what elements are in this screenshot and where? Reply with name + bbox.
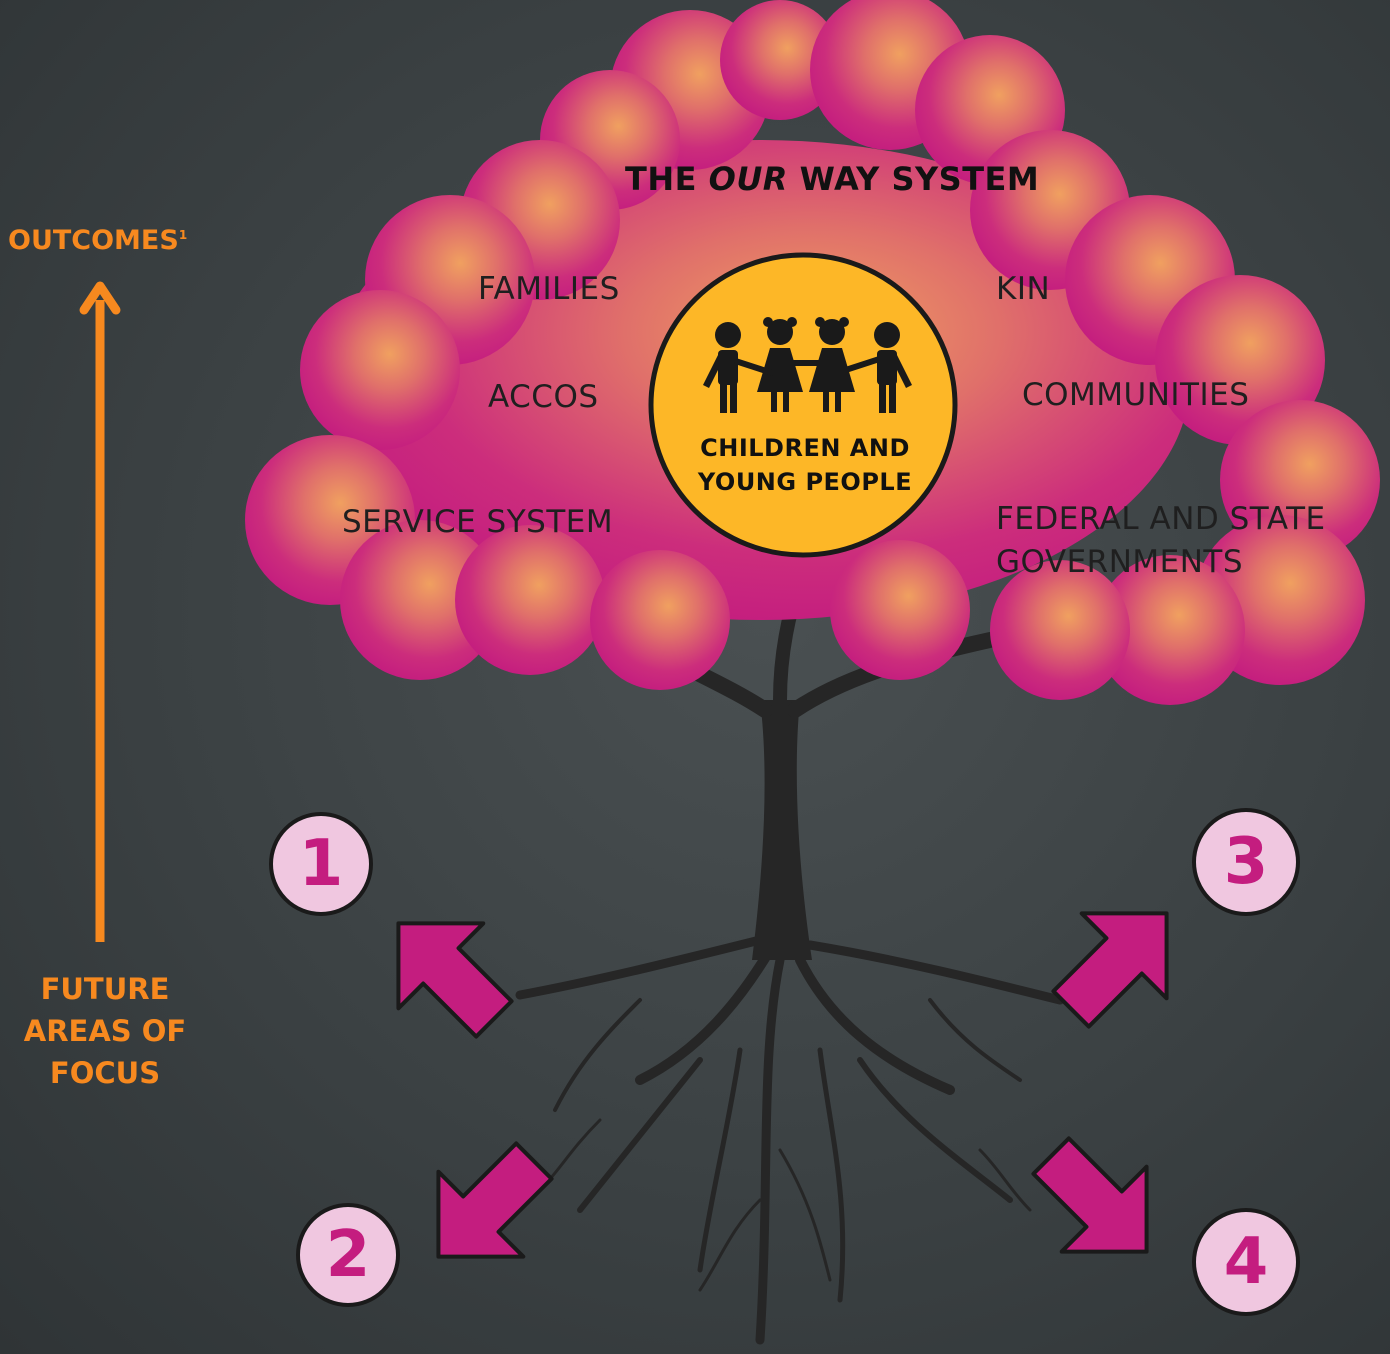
outcomes-footnote: 1 xyxy=(178,228,188,242)
future-line2: AREAS OF xyxy=(23,1014,187,1049)
focus-number-2: 2 xyxy=(325,1218,371,1292)
label-families: FAMILIES xyxy=(478,271,620,307)
label-kin: KIN xyxy=(996,271,1051,307)
label-federal-state: FEDERAL AND STATE xyxy=(996,501,1326,537)
focus-arrow-2 xyxy=(436,1141,554,1259)
label-accos: ACCOS xyxy=(488,379,599,415)
focus-badge-circles xyxy=(269,808,1300,1316)
center-caption-line2: YOUNG PEOPLE xyxy=(697,467,913,496)
center-caption-line1: CHILDREN AND xyxy=(700,434,910,462)
focus-number-4: 4 xyxy=(1223,1225,1269,1299)
future-line1: FUTURE xyxy=(40,972,170,1006)
children-holding-hands-icon xyxy=(703,317,912,413)
focus-arrow-3 xyxy=(1051,911,1169,1029)
label-communities: COMMUNITIES xyxy=(1022,377,1250,413)
focus-number-1: 1 xyxy=(298,827,344,901)
center-caption: CHILDREN AND YOUNG PEOPLE xyxy=(680,432,930,499)
focus-arrow-4 xyxy=(1031,1136,1149,1254)
label-governments: GOVERNMENTS xyxy=(996,544,1244,580)
center-circle xyxy=(648,252,958,558)
label-service-system: SERVICE SYSTEM xyxy=(342,504,614,540)
outcomes-label: OUTCOMES1 xyxy=(8,225,188,256)
tree-roots xyxy=(515,935,1065,1345)
focus-arrow-1 xyxy=(396,921,514,1039)
future-areas-label: FUTURE AREAS OF FOCUS xyxy=(15,968,195,1094)
future-line3: FOCUS xyxy=(49,1056,161,1091)
focus-number-3: 3 xyxy=(1223,825,1269,899)
outcomes-arrow xyxy=(79,281,121,942)
diagram-title: THE OUR WAY SYSTEM xyxy=(625,160,1040,198)
